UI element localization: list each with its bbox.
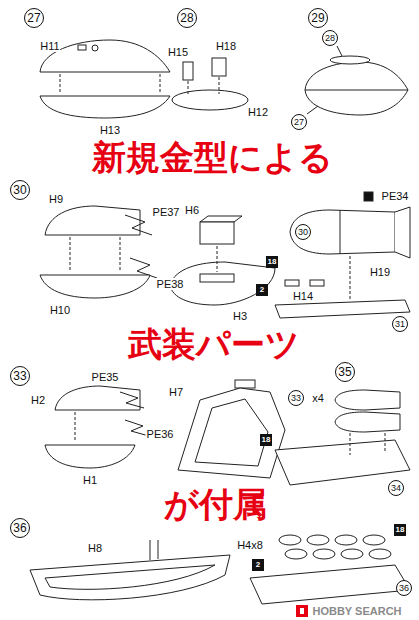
small-bomb	[341, 549, 363, 559]
callout-number: 33	[291, 394, 301, 403]
part-label: PE34	[381, 190, 410, 202]
callout-number: 36	[399, 584, 409, 593]
step-number: 28	[177, 8, 197, 28]
callout-number: 18	[262, 436, 271, 444]
part-label: H13	[99, 124, 121, 136]
paint-code: 18	[266, 256, 278, 268]
paint-code: 18	[394, 524, 406, 536]
promo-text: 新規金型による	[88, 139, 337, 176]
promo-text: が付属	[160, 486, 271, 523]
step-number: 27	[24, 8, 44, 28]
callout-number: 28	[180, 12, 193, 24]
small-bomb	[369, 549, 391, 559]
part-callout: 34	[388, 480, 404, 496]
callout-number: 35	[338, 366, 351, 378]
callout-number: 27	[294, 118, 304, 127]
step-number: 29	[308, 8, 328, 28]
part-label: H19	[369, 266, 391, 278]
step-number: 36	[10, 518, 30, 538]
callout-number: 28	[325, 34, 335, 43]
part-label: H10	[49, 304, 71, 316]
part-label: H12	[247, 106, 269, 118]
callout-number: 34	[391, 484, 401, 493]
callout-number: 31	[395, 320, 405, 329]
callout-number: 18	[268, 258, 277, 266]
small-bomb	[313, 549, 335, 559]
part-label: H3	[232, 310, 248, 322]
part-callout: 30	[295, 224, 311, 240]
part-label: H2	[30, 394, 46, 406]
part-label: H18	[215, 40, 237, 52]
step-number: 30	[10, 180, 30, 200]
callout-number: 29	[311, 12, 324, 24]
paint-code: 2	[252, 559, 264, 571]
small-bomb	[307, 535, 329, 545]
callout-number: 27	[27, 12, 40, 24]
callout-number: 36	[13, 522, 26, 534]
part-label: PE38	[156, 278, 185, 290]
callout-number: 2	[256, 561, 260, 569]
part-callout: 33	[288, 390, 304, 406]
part-callout: 28	[322, 30, 338, 46]
step-number: 33	[10, 366, 30, 386]
step-number: 35	[335, 362, 355, 382]
callout-number: 2	[260, 286, 264, 294]
callout-number: 33	[13, 370, 26, 382]
paint-code: 2	[256, 284, 268, 296]
part-label: H9	[48, 193, 64, 205]
small-bomb	[363, 535, 385, 545]
watermark: HOBBY SEARCH	[310, 605, 403, 617]
paint-code: 18	[260, 434, 272, 446]
part-label: PE36	[146, 428, 175, 440]
promo-text: 武装パーツ	[124, 326, 304, 363]
part-callout: 31	[392, 316, 408, 332]
callout-number: 30	[13, 184, 26, 196]
part-label: H7	[168, 386, 184, 398]
part-label: x4	[311, 392, 325, 404]
part-label: H1	[82, 474, 98, 486]
part-label: H14	[292, 290, 314, 302]
part-callout: 36	[396, 580, 412, 596]
part-label: PE35	[91, 371, 120, 383]
small-bomb	[285, 549, 307, 559]
small-bomb	[279, 535, 301, 545]
part-label: PE37	[152, 206, 181, 218]
callout-number: 18	[396, 526, 405, 534]
part-label: H6	[184, 204, 200, 216]
part-label: H15	[167, 46, 189, 58]
callout-number: 30	[298, 228, 308, 237]
part-label: H11	[39, 40, 60, 52]
part-label: H8	[87, 542, 103, 554]
small-bomb	[335, 535, 357, 545]
part-label: H4x8	[236, 539, 264, 551]
part-callout: 27	[291, 114, 307, 130]
